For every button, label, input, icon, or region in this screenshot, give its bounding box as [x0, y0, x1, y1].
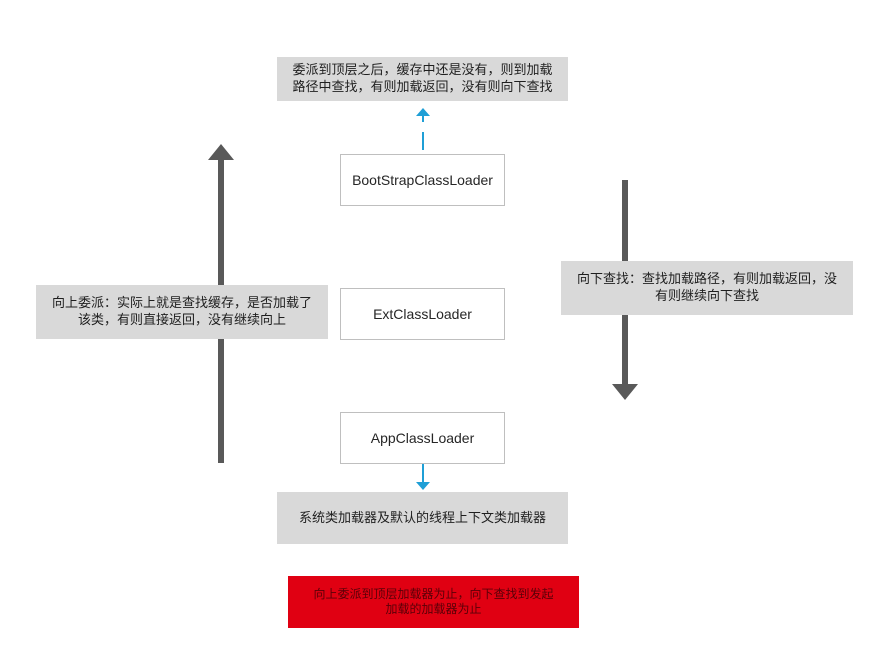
- red-note-line-2: 加载的加载器为止: [385, 602, 482, 616]
- right-note: 向下查找：查找加载路径，有则加载返回，没 有则继续向下查找: [561, 261, 853, 315]
- ext-classloader-node: ExtClassLoader: [340, 288, 505, 340]
- left-note-line-2: 该类，有则直接返回，没有继续向上: [77, 313, 286, 328]
- top-note-line-2: 路径中查找，有则加载返回，没有则向下查找: [292, 80, 553, 95]
- blue-down-arrow: [416, 464, 430, 490]
- right-note-line-2: 有则继续向下查找: [654, 289, 759, 304]
- bootstrap-classloader-node: BootStrapClassLoader: [340, 154, 505, 206]
- ext-classloader-label: ExtClassLoader: [373, 306, 472, 322]
- red-note-line-1: 向上委派到顶层加载器为止，向下查找到发起: [313, 587, 554, 601]
- app-classloader-label: AppClassLoader: [370, 430, 475, 446]
- bootstrap-classloader-label: BootStrapClassLoader: [352, 172, 493, 188]
- left-note-line-1: 向上委派：实际上就是查找缓存，是否加载了: [51, 296, 312, 311]
- summary-red-note: 向上委派到顶层加载器为止，向下查找到发起 加载的加载器为止: [288, 576, 579, 628]
- top-note-line-1: 委派到顶层之后，缓存中还是没有，则到加载: [292, 63, 553, 78]
- bottom-note: 系统类加载器及默认的线程上下文类加载器: [277, 492, 568, 544]
- blue-up-arrow: [416, 108, 430, 150]
- bottom-note-line-1: 系统类加载器及默认的线程上下文类加载器: [298, 510, 546, 526]
- top-note: 委派到顶层之后，缓存中还是没有，则到加载 路径中查找，有则加载返回，没有则向下查…: [277, 57, 568, 101]
- left-note: 向上委派：实际上就是查找缓存，是否加载了 该类，有则直接返回，没有继续向上: [36, 285, 328, 339]
- right-note-line-1: 向下查找：查找加载路径，有则加载返回，没: [576, 272, 837, 287]
- app-classloader-node: AppClassLoader: [340, 412, 505, 464]
